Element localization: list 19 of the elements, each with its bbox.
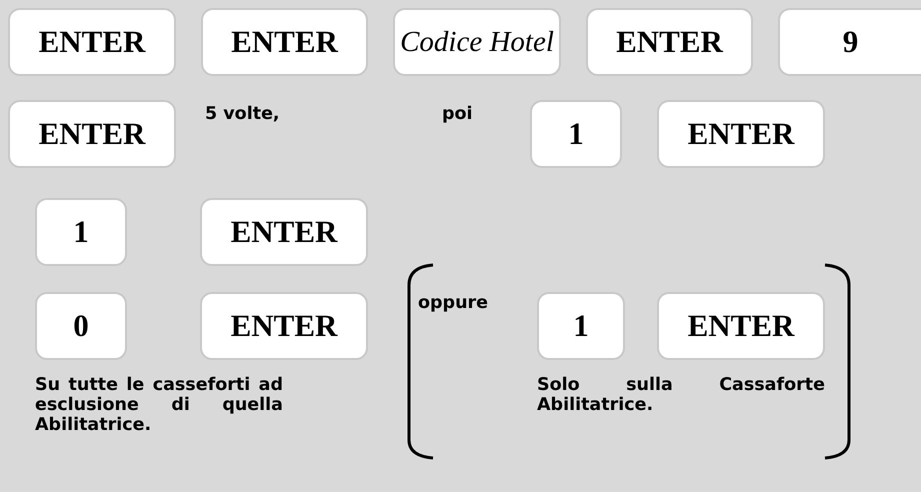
keypad-key: 1 — [537, 292, 625, 360]
keypad-key: Codice Hotel — [393, 8, 561, 76]
keypad-key: ENTER — [586, 8, 753, 76]
keypad-key: ENTER — [200, 198, 368, 266]
keypad-key: ENTER — [8, 100, 176, 168]
keypad-key: ENTER — [200, 292, 368, 360]
keypad-key: 1 — [35, 198, 127, 266]
keypad-key: ENTER — [657, 100, 825, 168]
instruction-text: 5 volte, — [205, 104, 281, 124]
keypad-key: 0 — [35, 292, 127, 360]
instruction-text: oppure — [418, 293, 490, 313]
keypad-key: ENTER — [201, 8, 368, 76]
keypad-key: 1 — [530, 100, 622, 168]
keypad-key: 9 — [778, 8, 921, 76]
instruction-text: poi — [442, 104, 474, 124]
instruction-text: Solo sulla Cassaforte Abilitatrice. — [537, 375, 825, 415]
keypad-key: ENTER — [657, 292, 825, 360]
keypad-key: ENTER — [8, 8, 176, 76]
instruction-text: Su tutte le casseforti ad esclusione di quella Abilitatrice. — [35, 375, 283, 435]
